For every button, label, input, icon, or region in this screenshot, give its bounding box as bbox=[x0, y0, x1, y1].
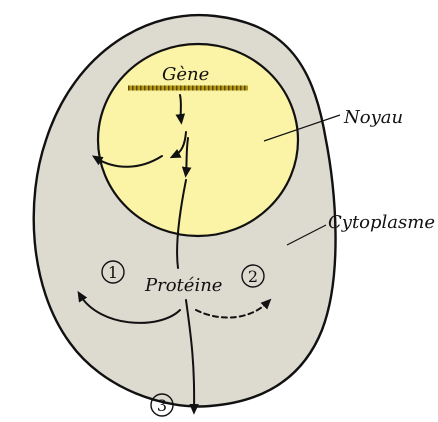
cytoplasm-label: Cytoplasme bbox=[328, 212, 435, 233]
marker-3: 3 bbox=[151, 394, 173, 416]
marker-1-text: 1 bbox=[108, 263, 118, 282]
nucleus-label: Noyau bbox=[343, 107, 403, 128]
marker-3-text: 3 bbox=[157, 396, 167, 415]
protein-label: Protéine bbox=[144, 275, 222, 296]
marker-2-text: 2 bbox=[248, 267, 258, 286]
gene-to-nucleus-arrow bbox=[180, 95, 181, 120]
gene-label: Gène bbox=[162, 64, 209, 85]
